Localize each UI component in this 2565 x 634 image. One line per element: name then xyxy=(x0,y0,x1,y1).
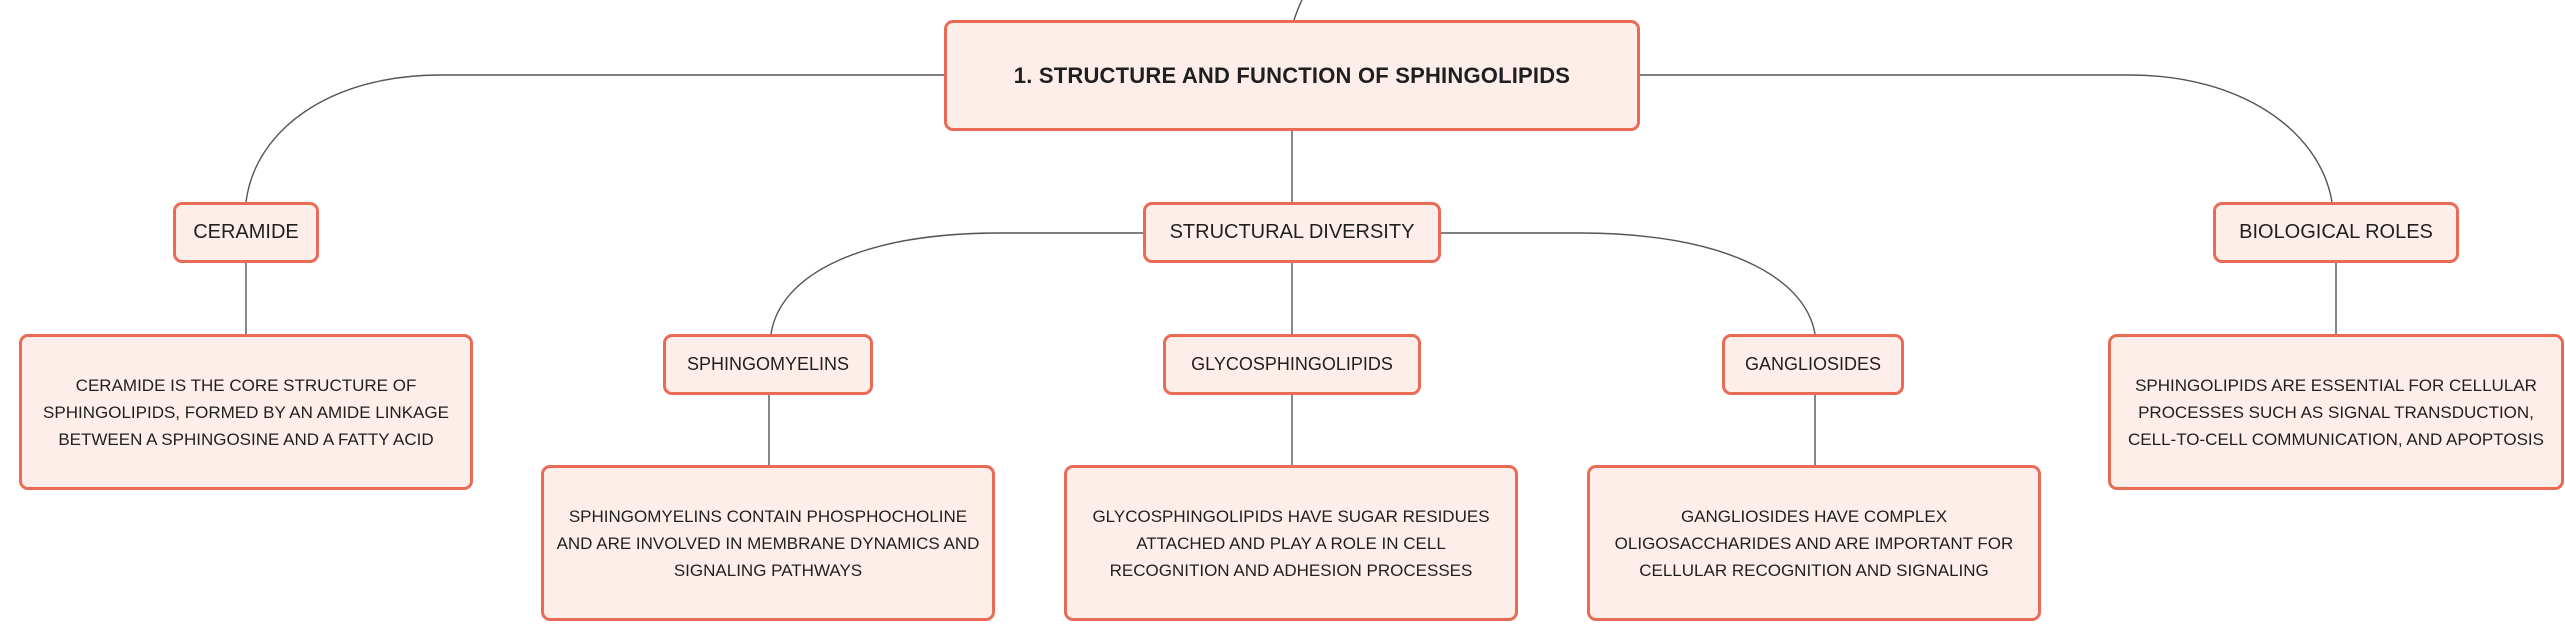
gangliosides-description-text: GANGLIOSIDES HAVE COMPLEX OLIGOSACCHARID… xyxy=(1614,506,2014,580)
connector-root-to-ceramide xyxy=(245,74,950,203)
glycosphingolipids-description[interactable]: GLYCOSPHINGOLIPIDS HAVE SUGAR RESIDUES A… xyxy=(1064,465,1518,621)
biological-roles-description[interactable]: SPHINGOLIPIDS ARE ESSENTIAL FOR CELLULAR… xyxy=(2108,334,2564,490)
ceramide-node[interactable]: CERAMIDE xyxy=(173,202,319,263)
biological-roles-node[interactable]: BIOLOGICAL ROLES xyxy=(2213,202,2459,263)
gangliosides-description[interactable]: GANGLIOSIDES HAVE COMPLEX OLIGOSACCHARID… xyxy=(1587,465,2041,621)
glycosphingolipids-node-label: GLYCOSPHINGOLIPIDS xyxy=(1191,354,1393,374)
ceramide-description[interactable]: CERAMIDE IS THE CORE STRUCTURE OF SPHING… xyxy=(19,334,473,490)
sphingomyelins-description-text: SPHINGOMYELINS CONTAIN PHOSPHOCHOLINE AN… xyxy=(556,506,980,580)
glycosphingolipids-node[interactable]: GLYCOSPHINGOLIPIDS xyxy=(1163,334,1421,395)
biological-roles-description-text: SPHINGOLIPIDS ARE ESSENTIAL FOR CELLULAR… xyxy=(2128,375,2544,449)
gangliosides-node[interactable]: GANGLIOSIDES xyxy=(1722,334,1904,395)
connector-structural-to-gangliosides xyxy=(1441,232,1816,335)
connector-parent-to-root xyxy=(1293,0,1303,21)
structural-diversity-node[interactable]: STRUCTURAL DIVERSITY xyxy=(1143,202,1441,263)
ceramide-node-label: CERAMIDE xyxy=(193,221,299,243)
glycosphingolipids-description-text: GLYCOSPHINGOLIPIDS HAVE SUGAR RESIDUES A… xyxy=(1092,506,1490,580)
sphingomyelins-node-label: SPHINGOMYELINS xyxy=(686,354,850,374)
connector-root-to-biological-roles xyxy=(1634,74,2333,203)
ceramide-description-text: CERAMIDE IS THE CORE STRUCTURE OF SPHING… xyxy=(43,375,449,449)
sphingomyelins-node[interactable]: SPHINGOMYELINS xyxy=(663,334,873,395)
root-node-label: 1. STRUCTURE AND FUNCTION OF SPHINGOLIPI… xyxy=(1013,62,1571,88)
connector-structural-to-sphingomyelins xyxy=(770,232,1143,335)
biological-roles-node-label: BIOLOGICAL ROLES xyxy=(2239,221,2433,243)
structural-diversity-node-label: STRUCTURAL DIVERSITY xyxy=(1169,221,1415,243)
gangliosides-node-label: GANGLIOSIDES xyxy=(1744,354,1882,374)
root-node[interactable]: 1. STRUCTURE AND FUNCTION OF SPHINGOLIPI… xyxy=(944,20,1640,131)
sphingomyelins-description[interactable]: SPHINGOMYELINS CONTAIN PHOSPHOCHOLINE AN… xyxy=(541,465,995,621)
